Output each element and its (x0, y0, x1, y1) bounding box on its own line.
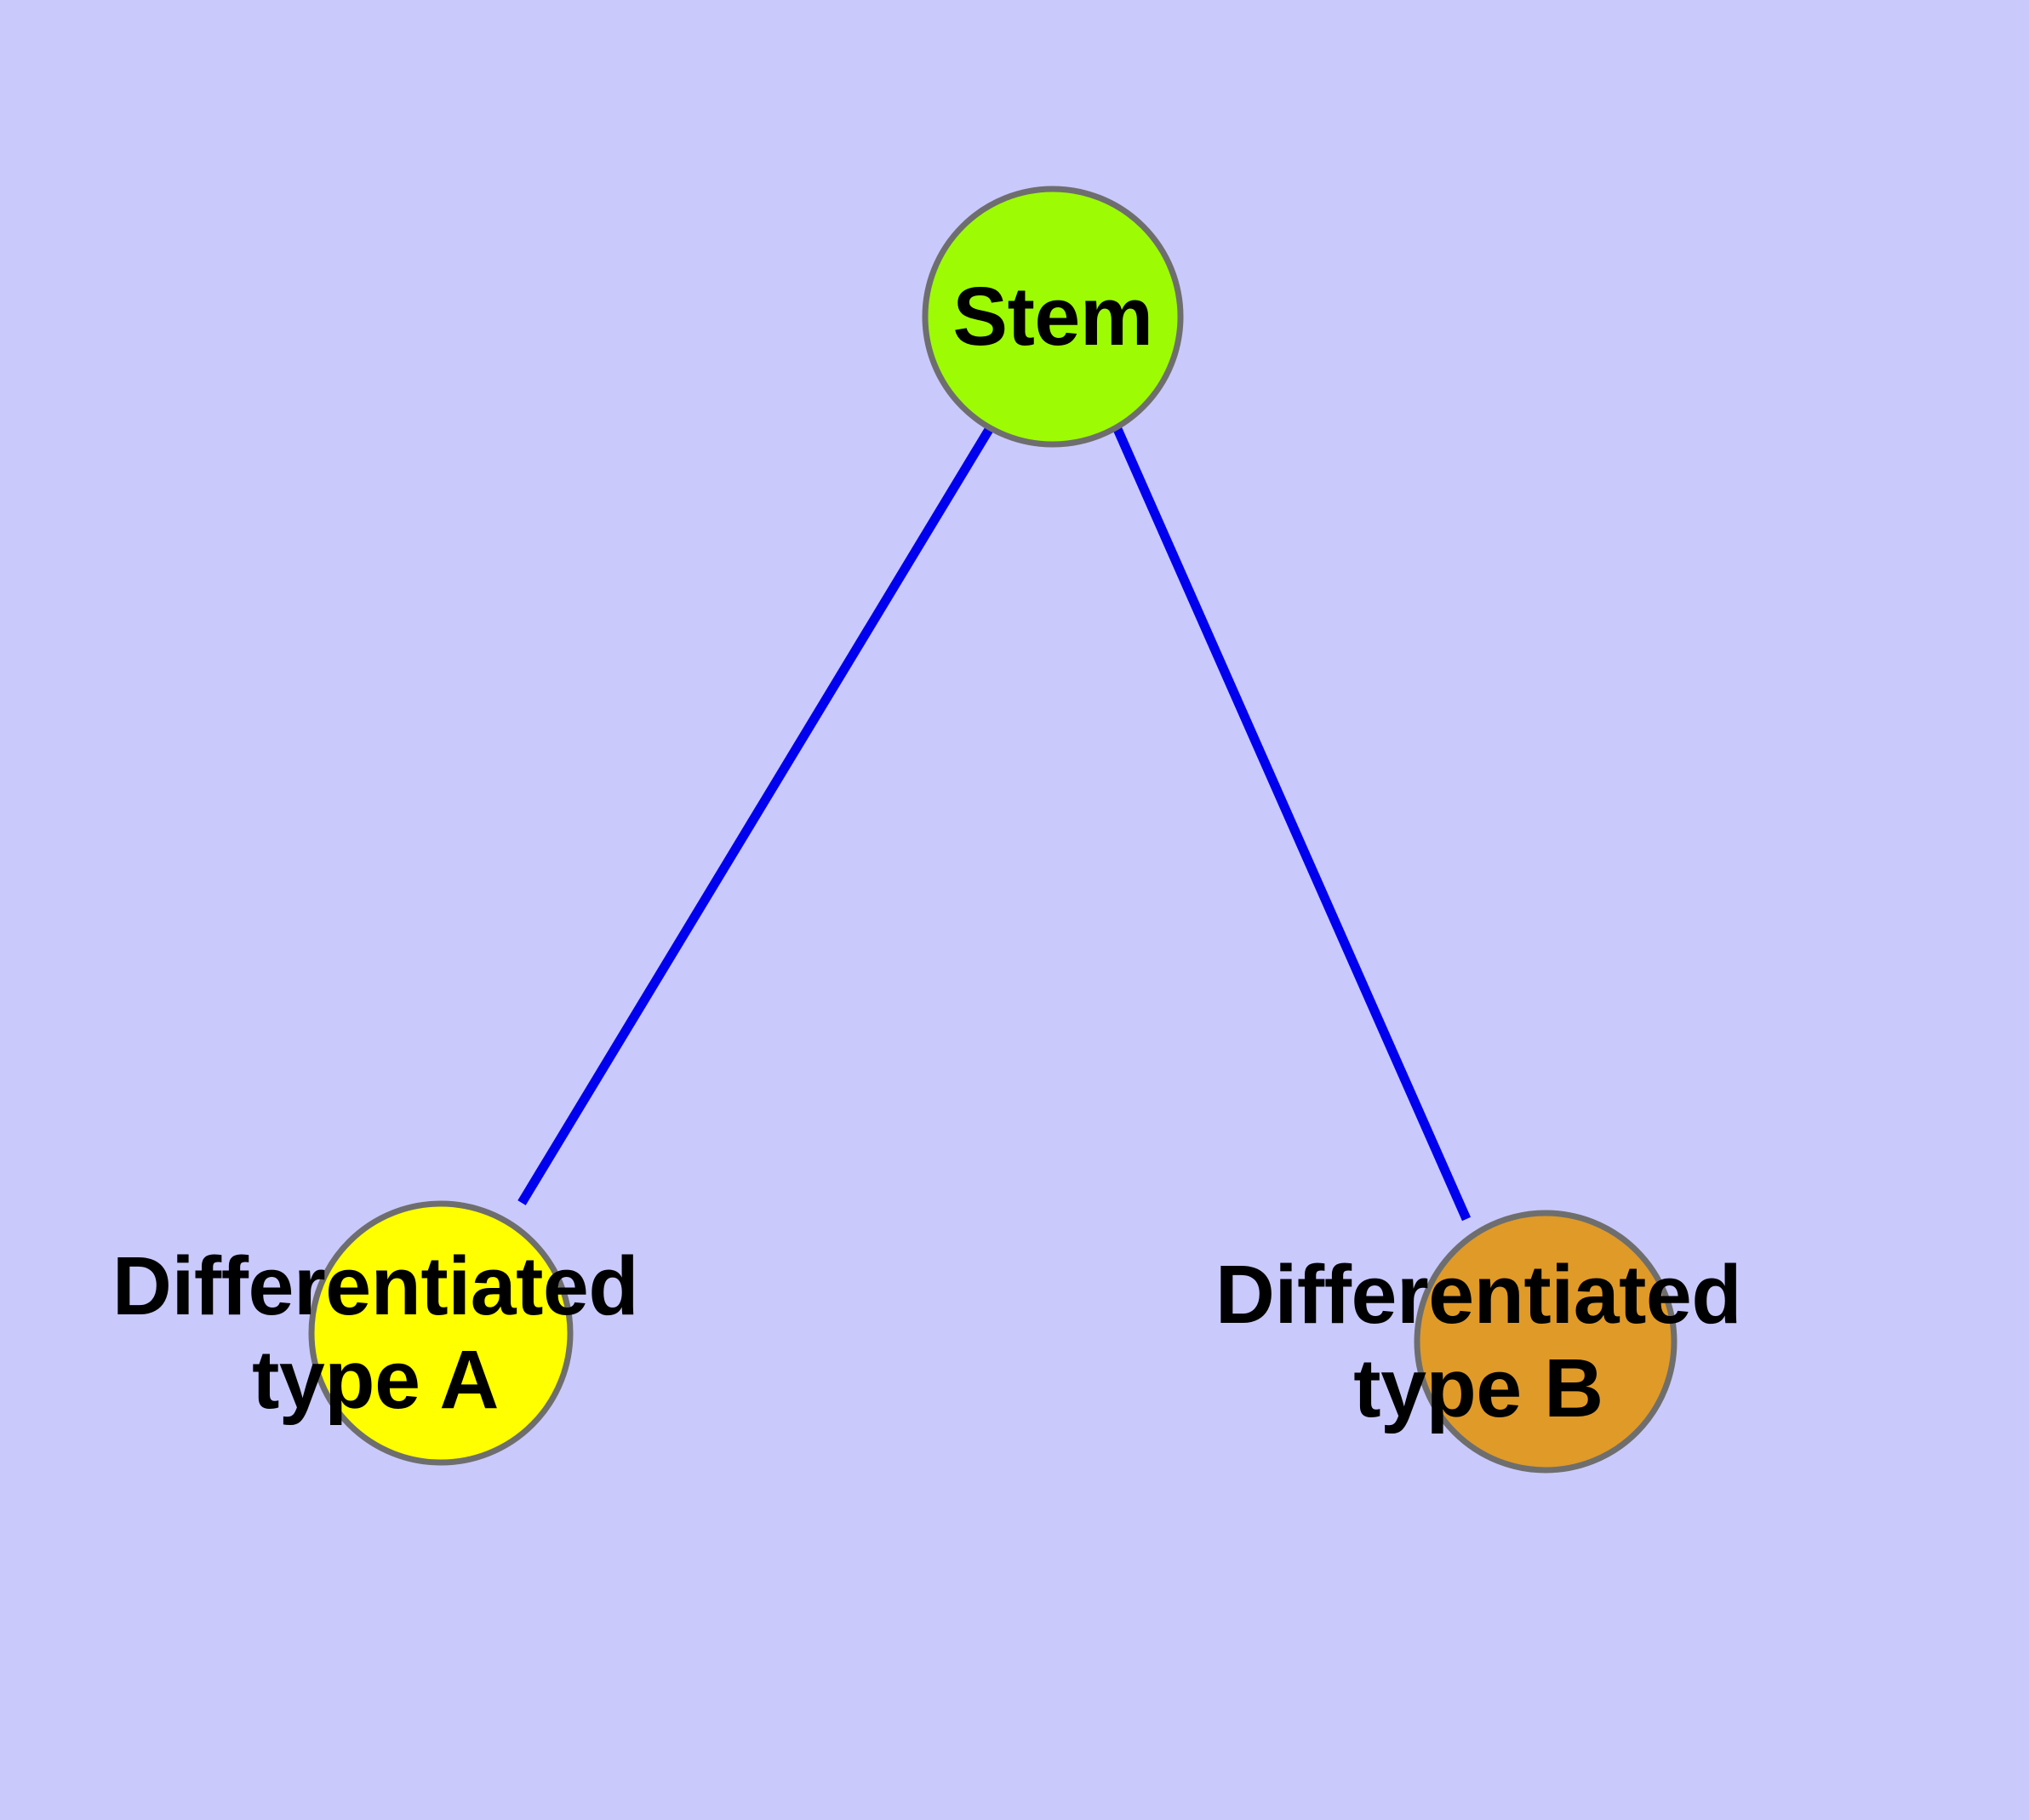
graph-edge-stem-to-diff-b[interactable] (1112, 426, 1472, 1222)
edges-layer (517, 426, 1472, 1222)
node-label-line: type A (252, 1333, 499, 1426)
graph-edge-stem-to-diff-a[interactable] (517, 426, 994, 1205)
graph-node-stem[interactable] (922, 186, 1184, 448)
node-label-stem: Stem (38, 270, 2029, 363)
node-label-line: Differentiated (111, 1239, 639, 1332)
node-label-line: Differentiated (1215, 1248, 1742, 1341)
graph-node-diff_a[interactable] (308, 1200, 574, 1466)
graph-node-diff_b[interactable] (1414, 1210, 1677, 1474)
node-label-line: type B (1353, 1342, 1603, 1434)
node-label-line: Stem (952, 270, 1153, 363)
nodes-layer (308, 186, 1677, 1474)
